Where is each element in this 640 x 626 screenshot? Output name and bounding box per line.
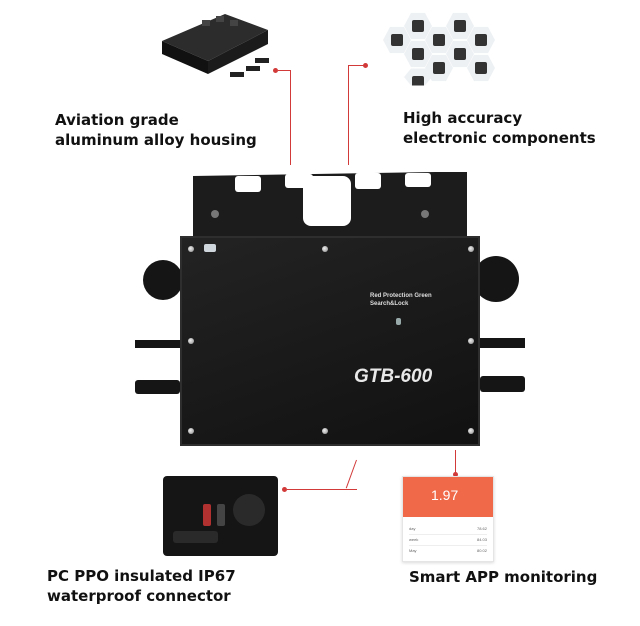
caption-housing: Aviation grade aluminum alloy housing (55, 111, 257, 149)
app-header: 1.97 (403, 477, 493, 517)
pointer-line (287, 489, 357, 490)
caption-connector: PC PPO insulated IP67 waterproof connect… (47, 567, 236, 605)
dc-cable-right-lower (480, 376, 525, 392)
inverter-device: Red Protection Green Search&Lock GTB-600 (135, 168, 525, 450)
mounting-bracket (193, 172, 467, 240)
connector-thumbnail (163, 476, 278, 556)
pointer-line (455, 450, 456, 476)
caption-components: High accuracy electronic components (403, 109, 596, 147)
housing-thumbnail (150, 6, 275, 91)
ce-mark (204, 244, 216, 252)
status-led (396, 318, 401, 325)
pointer-dot (282, 487, 287, 492)
components-thumbnail (378, 8, 508, 88)
dc-cable-right-upper (480, 338, 525, 348)
pointer-dot (363, 63, 368, 68)
inverter-thumbnail-icon (162, 14, 269, 77)
led-label: Red Protection Green Search&Lock (370, 293, 432, 307)
model-label: GTB-600 (354, 366, 433, 387)
dc-cable-left-lower (135, 380, 180, 394)
dc-cable-left-upper (135, 340, 180, 348)
pointer-line (290, 70, 291, 165)
app-value: 1.97 (431, 487, 459, 503)
inverter-body: Red Protection Green Search&Lock GTB-600 (180, 236, 480, 446)
ac-connector-right (473, 256, 519, 302)
pointer-line (348, 65, 366, 66)
pointer-dot (453, 472, 458, 477)
ac-connector-left (143, 260, 183, 300)
pointer-dot (273, 68, 278, 73)
pointer-line (278, 70, 291, 71)
pointer-line (348, 65, 349, 165)
caption-app: Smart APP monitoring (409, 568, 598, 586)
pointer-line (345, 459, 357, 489)
